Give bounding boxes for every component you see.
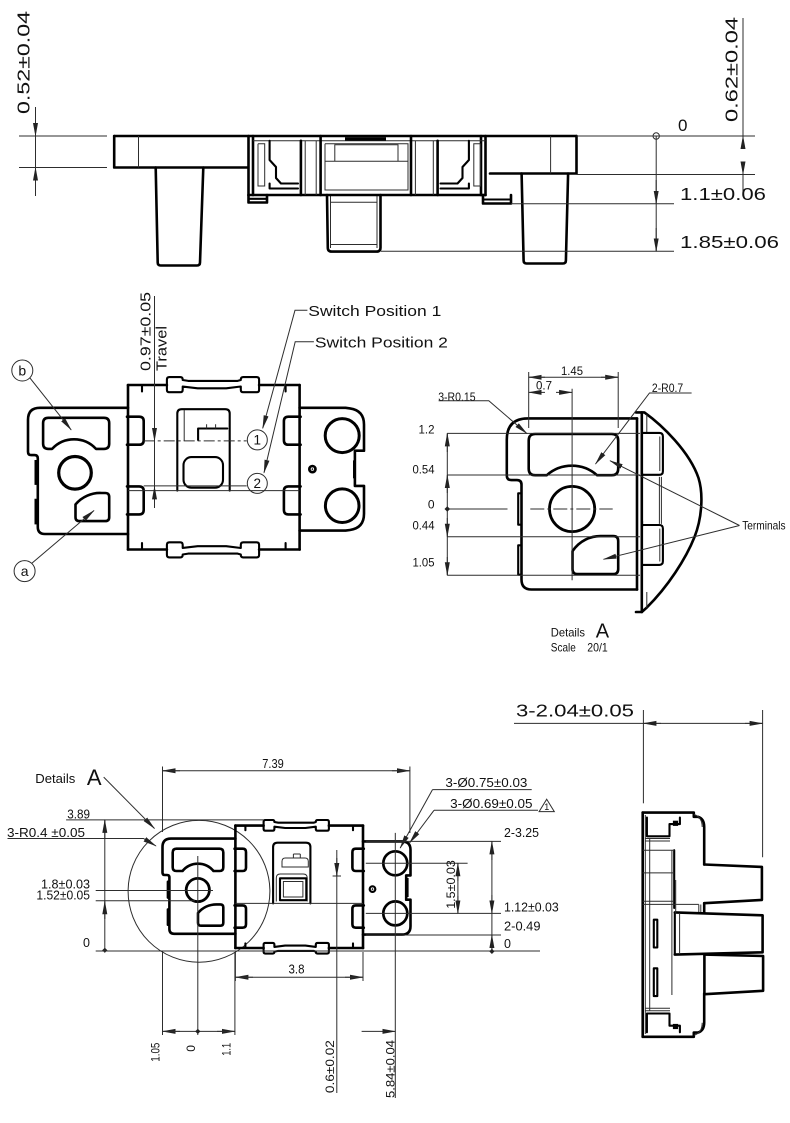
svg-text:A: A — [596, 621, 610, 643]
svg-text:0.6±0.02: 0.6±0.02 — [323, 1040, 337, 1093]
svg-text:3-Ø0.69±0.05: 3-Ø0.69±0.05 — [450, 796, 532, 811]
svg-text:1.1±0.06: 1.1±0.06 — [680, 184, 766, 204]
svg-text:1.05: 1.05 — [413, 556, 435, 570]
svg-text:1.45: 1.45 — [561, 364, 583, 378]
svg-text:0.62±0.04: 0.62±0.04 — [722, 17, 742, 122]
svg-text:1: 1 — [254, 433, 262, 448]
svg-text:1.12±0.03: 1.12±0.03 — [504, 901, 559, 915]
svg-text:0.44: 0.44 — [413, 519, 435, 533]
svg-text:Details: Details — [551, 626, 585, 640]
svg-text:Switch Position 2: Switch Position 2 — [315, 335, 448, 352]
svg-text:5.84±0.04: 5.84±0.04 — [384, 1040, 398, 1098]
svg-text:3.8: 3.8 — [289, 962, 305, 977]
svg-text:a: a — [21, 563, 29, 579]
svg-text:2-3.25: 2-3.25 — [504, 826, 539, 840]
svg-text:1: 1 — [544, 802, 549, 812]
svg-text:1.85±0.06: 1.85±0.06 — [680, 232, 779, 252]
svg-text:20/1: 20/1 — [587, 641, 608, 655]
svg-text:1.5±0.03: 1.5±0.03 — [444, 860, 458, 909]
svg-text:1.05: 1.05 — [149, 1042, 163, 1061]
svg-text:0: 0 — [428, 497, 435, 511]
svg-text:b: b — [18, 363, 26, 379]
svg-text:0: 0 — [83, 936, 90, 950]
svg-text:Details: Details — [35, 771, 75, 786]
svg-text:Terminals: Terminals — [742, 519, 785, 533]
svg-text:3-R0.15: 3-R0.15 — [438, 390, 476, 404]
svg-text:3.89: 3.89 — [67, 808, 90, 822]
svg-text:2: 2 — [254, 476, 262, 491]
svg-text:0: 0 — [504, 937, 511, 951]
svg-text:3-R0.4 ±0.05: 3-R0.4 ±0.05 — [7, 826, 85, 840]
svg-text:1.8±0.03: 1.8±0.03 — [41, 878, 90, 892]
svg-text:0.54: 0.54 — [413, 463, 435, 477]
svg-text:7.39: 7.39 — [262, 756, 284, 771]
svg-text:0.7: 0.7 — [536, 379, 552, 393]
svg-text:A: A — [87, 765, 102, 790]
svg-text:3-2.04±0.05: 3-2.04±0.05 — [516, 701, 634, 721]
svg-text:Travel: Travel — [155, 326, 171, 371]
svg-text:Scale: Scale — [551, 641, 576, 655]
svg-text:Switch Position 1: Switch Position 1 — [308, 303, 441, 320]
svg-text:0: 0 — [678, 116, 687, 135]
svg-text:0.97±0.05: 0.97±0.05 — [139, 292, 155, 371]
svg-text:1.2: 1.2 — [419, 422, 435, 436]
svg-text:1.1: 1.1 — [220, 1043, 234, 1056]
svg-text:2-R0.7: 2-R0.7 — [652, 381, 684, 395]
svg-text:1.52±0.05: 1.52±0.05 — [36, 889, 90, 903]
svg-text:3-Ø0.75±0.03: 3-Ø0.75±0.03 — [445, 775, 527, 790]
svg-text:2-0.49: 2-0.49 — [504, 920, 541, 934]
svg-text:0.52±0.04: 0.52±0.04 — [14, 11, 34, 114]
svg-text:0: 0 — [184, 1045, 198, 1052]
